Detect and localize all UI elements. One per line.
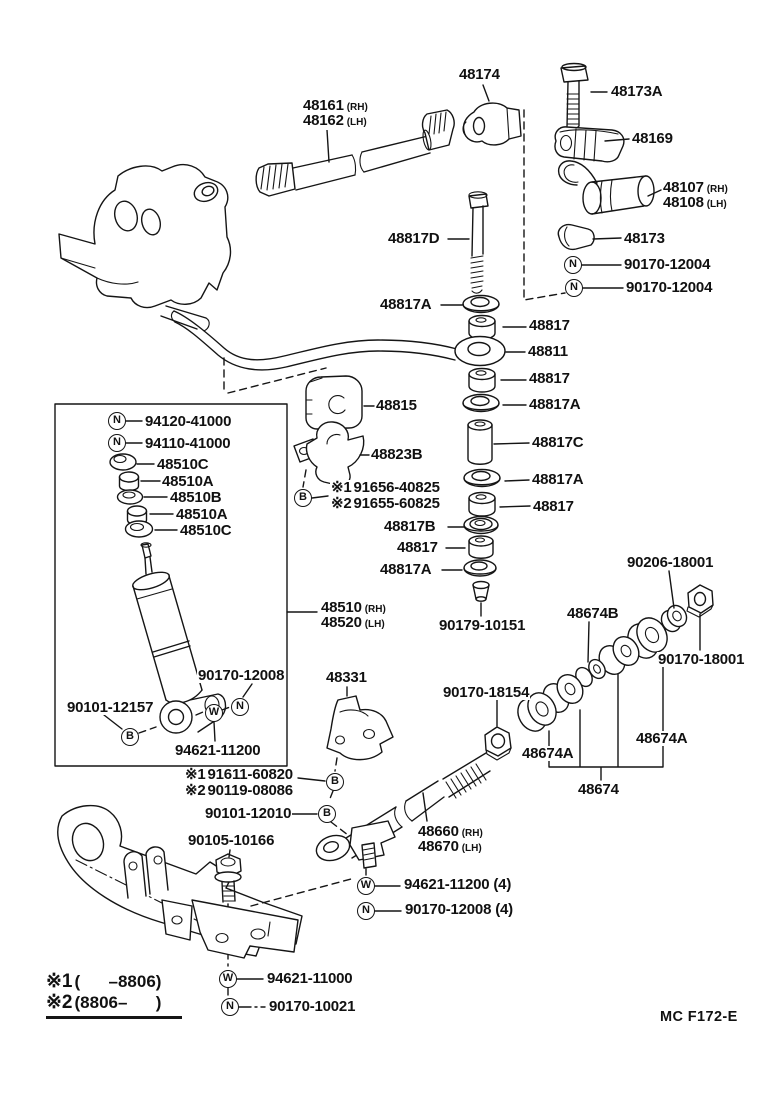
part-label-48817A-3: 48817A (531, 471, 585, 488)
frame-crossmember-drawing (58, 163, 232, 332)
part-label-48174: 48174 (458, 66, 501, 83)
leader-lines (103, 84, 701, 1008)
bolt-symbol-icon: B (326, 773, 344, 791)
part-label-48173A: 48173A (610, 83, 664, 100)
part-label-48162: 48162(LH) (302, 112, 368, 130)
legend-row-1: ※1( –8806) (46, 971, 162, 992)
bracket-48331 (326, 695, 394, 761)
figure-code: MC F172-E (660, 1009, 738, 1025)
washer-symbol-icon: W (219, 970, 237, 988)
part-label-48161: 48161(RH) (302, 97, 369, 115)
part-label-94120-41000: 94120-41000 (144, 413, 233, 430)
part-label-48510A-1: 48510A (161, 473, 215, 490)
bolt-symbol-icon: B (121, 728, 139, 746)
part-label-90170-18154: 90170-18154 (442, 684, 531, 701)
part-label-48510C-2: 48510C (179, 522, 233, 539)
part-label-48670: 48670(LH) (417, 838, 483, 856)
bushing-retainer-48174 (462, 102, 522, 146)
part-label-90206-18001: 90206-18001 (626, 554, 715, 571)
part-label-48520: 48520(LH) (320, 614, 386, 632)
bolt-48817D (468, 191, 489, 294)
stabilizer-bushing-48815 (305, 375, 363, 430)
part-label-48510: 48510(RH) (320, 599, 387, 617)
nut-symbol-icon: N (108, 412, 126, 430)
retainer-48173 (557, 223, 595, 251)
part-label-90170-12008-4: 90170-12008(4) (404, 901, 514, 918)
part-label-48817B: 48817B (383, 518, 437, 535)
part-label-90170-10021: 90170-10021 (268, 998, 357, 1015)
part-label-48674: 48674 (577, 781, 620, 798)
part-label-48823B: 48823B (370, 446, 424, 463)
part-label-48817A-4: 48817A (379, 561, 433, 578)
part-label-94621-11000: 94621-11000 (266, 970, 354, 987)
part-label-48107: 48107(RH) (662, 179, 729, 197)
shock-absorber-box (54, 403, 288, 767)
stabilizer-link-parts (454, 294, 506, 602)
torsion-bar-48161 (255, 109, 455, 197)
part-label-90101-12010: 90101-12010 (204, 805, 293, 822)
part-label-48811: 48811 (527, 343, 569, 360)
part-label-48510A-2: 48510A (175, 506, 229, 523)
part-label-48510B: 48510B (169, 489, 223, 506)
part-label-48510C-1: 48510C (156, 456, 210, 473)
bolt-48173A (560, 62, 589, 130)
bracket-48107 (557, 160, 655, 215)
part-label-48674A-1: 48674A (521, 745, 575, 762)
part-label-90170-18001: 90170-18001 (657, 651, 746, 668)
part-label-48674A-2: 48674A (635, 730, 689, 747)
part-label-90170-12004-2: 90170-12004 (625, 279, 714, 296)
part-label-48674B: 48674B (566, 605, 620, 622)
part-label-48817A-1: 48817A (379, 296, 433, 313)
bolt-90105-10166 (214, 853, 242, 903)
dashed-lines (138, 109, 566, 997)
part-label-48815: 48815 (375, 397, 418, 414)
nut-symbol-icon: N (357, 902, 375, 920)
part-label-48817D: 48817D (387, 230, 441, 247)
shock-mount-parts (109, 453, 154, 538)
bracket-48823B (293, 421, 365, 487)
washer-symbol-icon: W (357, 877, 375, 895)
part-label-94110-41000: 94110-41000 (144, 435, 232, 452)
nut-symbol-icon: N (108, 434, 126, 452)
nut-symbol-icon: N (231, 698, 249, 716)
nut-symbol-icon: N (221, 998, 239, 1016)
part-label-48817A-2: 48817A (528, 396, 582, 413)
part-label-94621-11200-4: 94621-11200(4) (403, 876, 513, 893)
part-label-90101-12157: 90101-12157 (66, 699, 155, 716)
lower-arm-drawing (57, 805, 303, 959)
part-label-90170-12004-1: 90170-12004 (623, 256, 712, 273)
part-label-48817-4: 48817 (396, 539, 439, 556)
bolt-symbol-icon: B (294, 489, 312, 507)
part-label-48108: 48108(LH) (662, 194, 728, 212)
part-label-94621-11200: 94621-11200 (174, 742, 262, 759)
clamp-48169 (554, 126, 625, 163)
nut-symbol-icon: N (565, 279, 583, 297)
part-label-48331: 48331 (325, 669, 368, 686)
part-label-48817-3: 48817 (532, 498, 575, 515)
legend-row-2: ※2(8806– ) (46, 992, 162, 1013)
date-range-legend: ※1( –8806) ※2(8806– ) (46, 971, 182, 1019)
part-label-48173: 48173 (623, 230, 666, 247)
part-label-48169: 48169 (631, 130, 674, 147)
part-label-48817-1: 48817 (528, 317, 571, 334)
stabilizer-bar-48811 (170, 310, 458, 371)
part-label-48817C: 48817C (531, 434, 585, 451)
nut-90170-18154 (484, 726, 512, 761)
strut-bar-48660 (315, 752, 491, 869)
washer-symbol-icon: W (205, 704, 223, 722)
part-label-48817-2: 48817 (528, 370, 571, 387)
part-label-90105-10166: 90105-10166 (187, 832, 276, 849)
part-label-90170-12008: 90170-12008 (197, 667, 286, 684)
strut-bushing-kit-48674 (517, 584, 714, 732)
part-label-48660: 48660(RH) (417, 823, 484, 841)
bolt-symbol-icon: B (318, 805, 336, 823)
shock-absorber-48510 (132, 542, 227, 734)
nut-symbol-icon: N (564, 256, 582, 274)
part-label-90179-10151: 90179-10151 (438, 617, 527, 634)
